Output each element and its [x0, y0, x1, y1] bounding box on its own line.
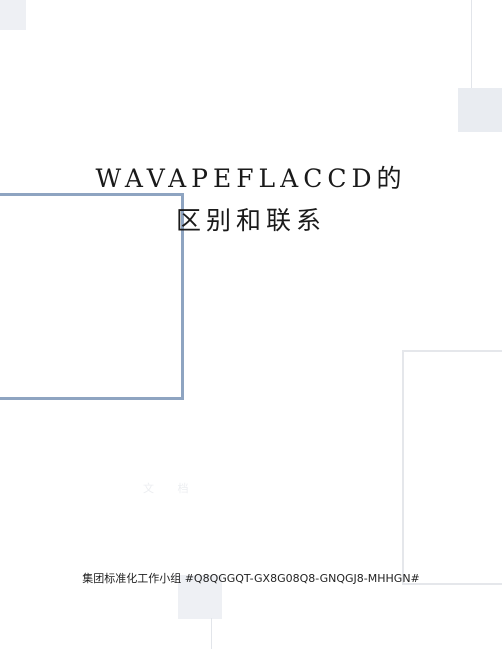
decorative-line-top-right [471, 0, 472, 90]
document-title-line-2: 区别和联系 [175, 206, 326, 235]
decorative-square-top-left [0, 0, 26, 30]
decorative-line-bottom [211, 618, 212, 649]
decorative-square-bottom [178, 575, 222, 619]
document-title-line-1: WAVAPEFLACCD的 [95, 164, 407, 193]
faint-watermark-text: 文 档 [143, 482, 199, 495]
organization-line: 集团标准化工作小组 #Q8QGGQT-GX8G08Q8-GNQGJ8-MHHGN… [82, 572, 420, 585]
decorative-square-top-right [458, 88, 502, 132]
decorative-frame-blue [0, 193, 184, 400]
document-title: WAVAPEFLACCD的 区别和联系 [0, 158, 502, 242]
decorative-frame-gray [402, 350, 502, 585]
